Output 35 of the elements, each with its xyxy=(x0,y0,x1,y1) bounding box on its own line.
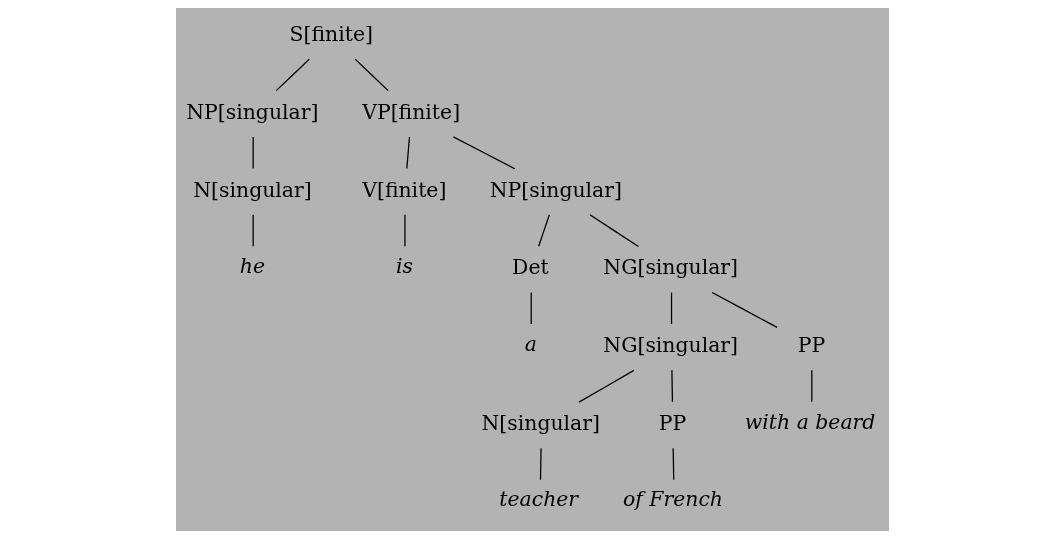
node-text: he xyxy=(239,254,265,279)
node-text: NG[singular] xyxy=(602,255,738,280)
connector xyxy=(252,136,254,170)
connector xyxy=(539,447,542,481)
connector xyxy=(577,369,635,403)
connector xyxy=(672,447,674,481)
connector xyxy=(452,136,515,170)
connector xyxy=(588,214,639,248)
node-text: N[singular] xyxy=(192,177,312,202)
node-text: S[finite] xyxy=(289,21,373,46)
node-text: NP[singular] xyxy=(185,99,318,124)
node-text: a xyxy=(524,331,537,356)
node-text: with a beard xyxy=(744,409,875,434)
node-text: Det xyxy=(511,255,549,280)
node-text: teacher xyxy=(498,487,578,512)
connector xyxy=(710,291,778,328)
node-text: VP[finite] xyxy=(361,99,460,124)
connector xyxy=(405,136,410,170)
connector xyxy=(354,58,389,92)
node-text: NP[singular] xyxy=(489,177,622,202)
connector xyxy=(670,369,673,403)
connector xyxy=(403,214,406,247)
node-text: is xyxy=(395,254,413,279)
node-text: PP xyxy=(658,410,686,435)
connector xyxy=(252,214,254,247)
node-text: of French xyxy=(622,487,723,512)
connector xyxy=(275,58,310,92)
node-text: V[finite] xyxy=(361,177,446,202)
node-text: NG[singular] xyxy=(602,333,738,358)
connector xyxy=(810,369,812,403)
node-text: N[singular] xyxy=(480,410,600,435)
connector xyxy=(537,214,550,247)
node-text: PP xyxy=(797,333,825,358)
connector xyxy=(530,291,532,325)
connector xyxy=(670,291,672,325)
